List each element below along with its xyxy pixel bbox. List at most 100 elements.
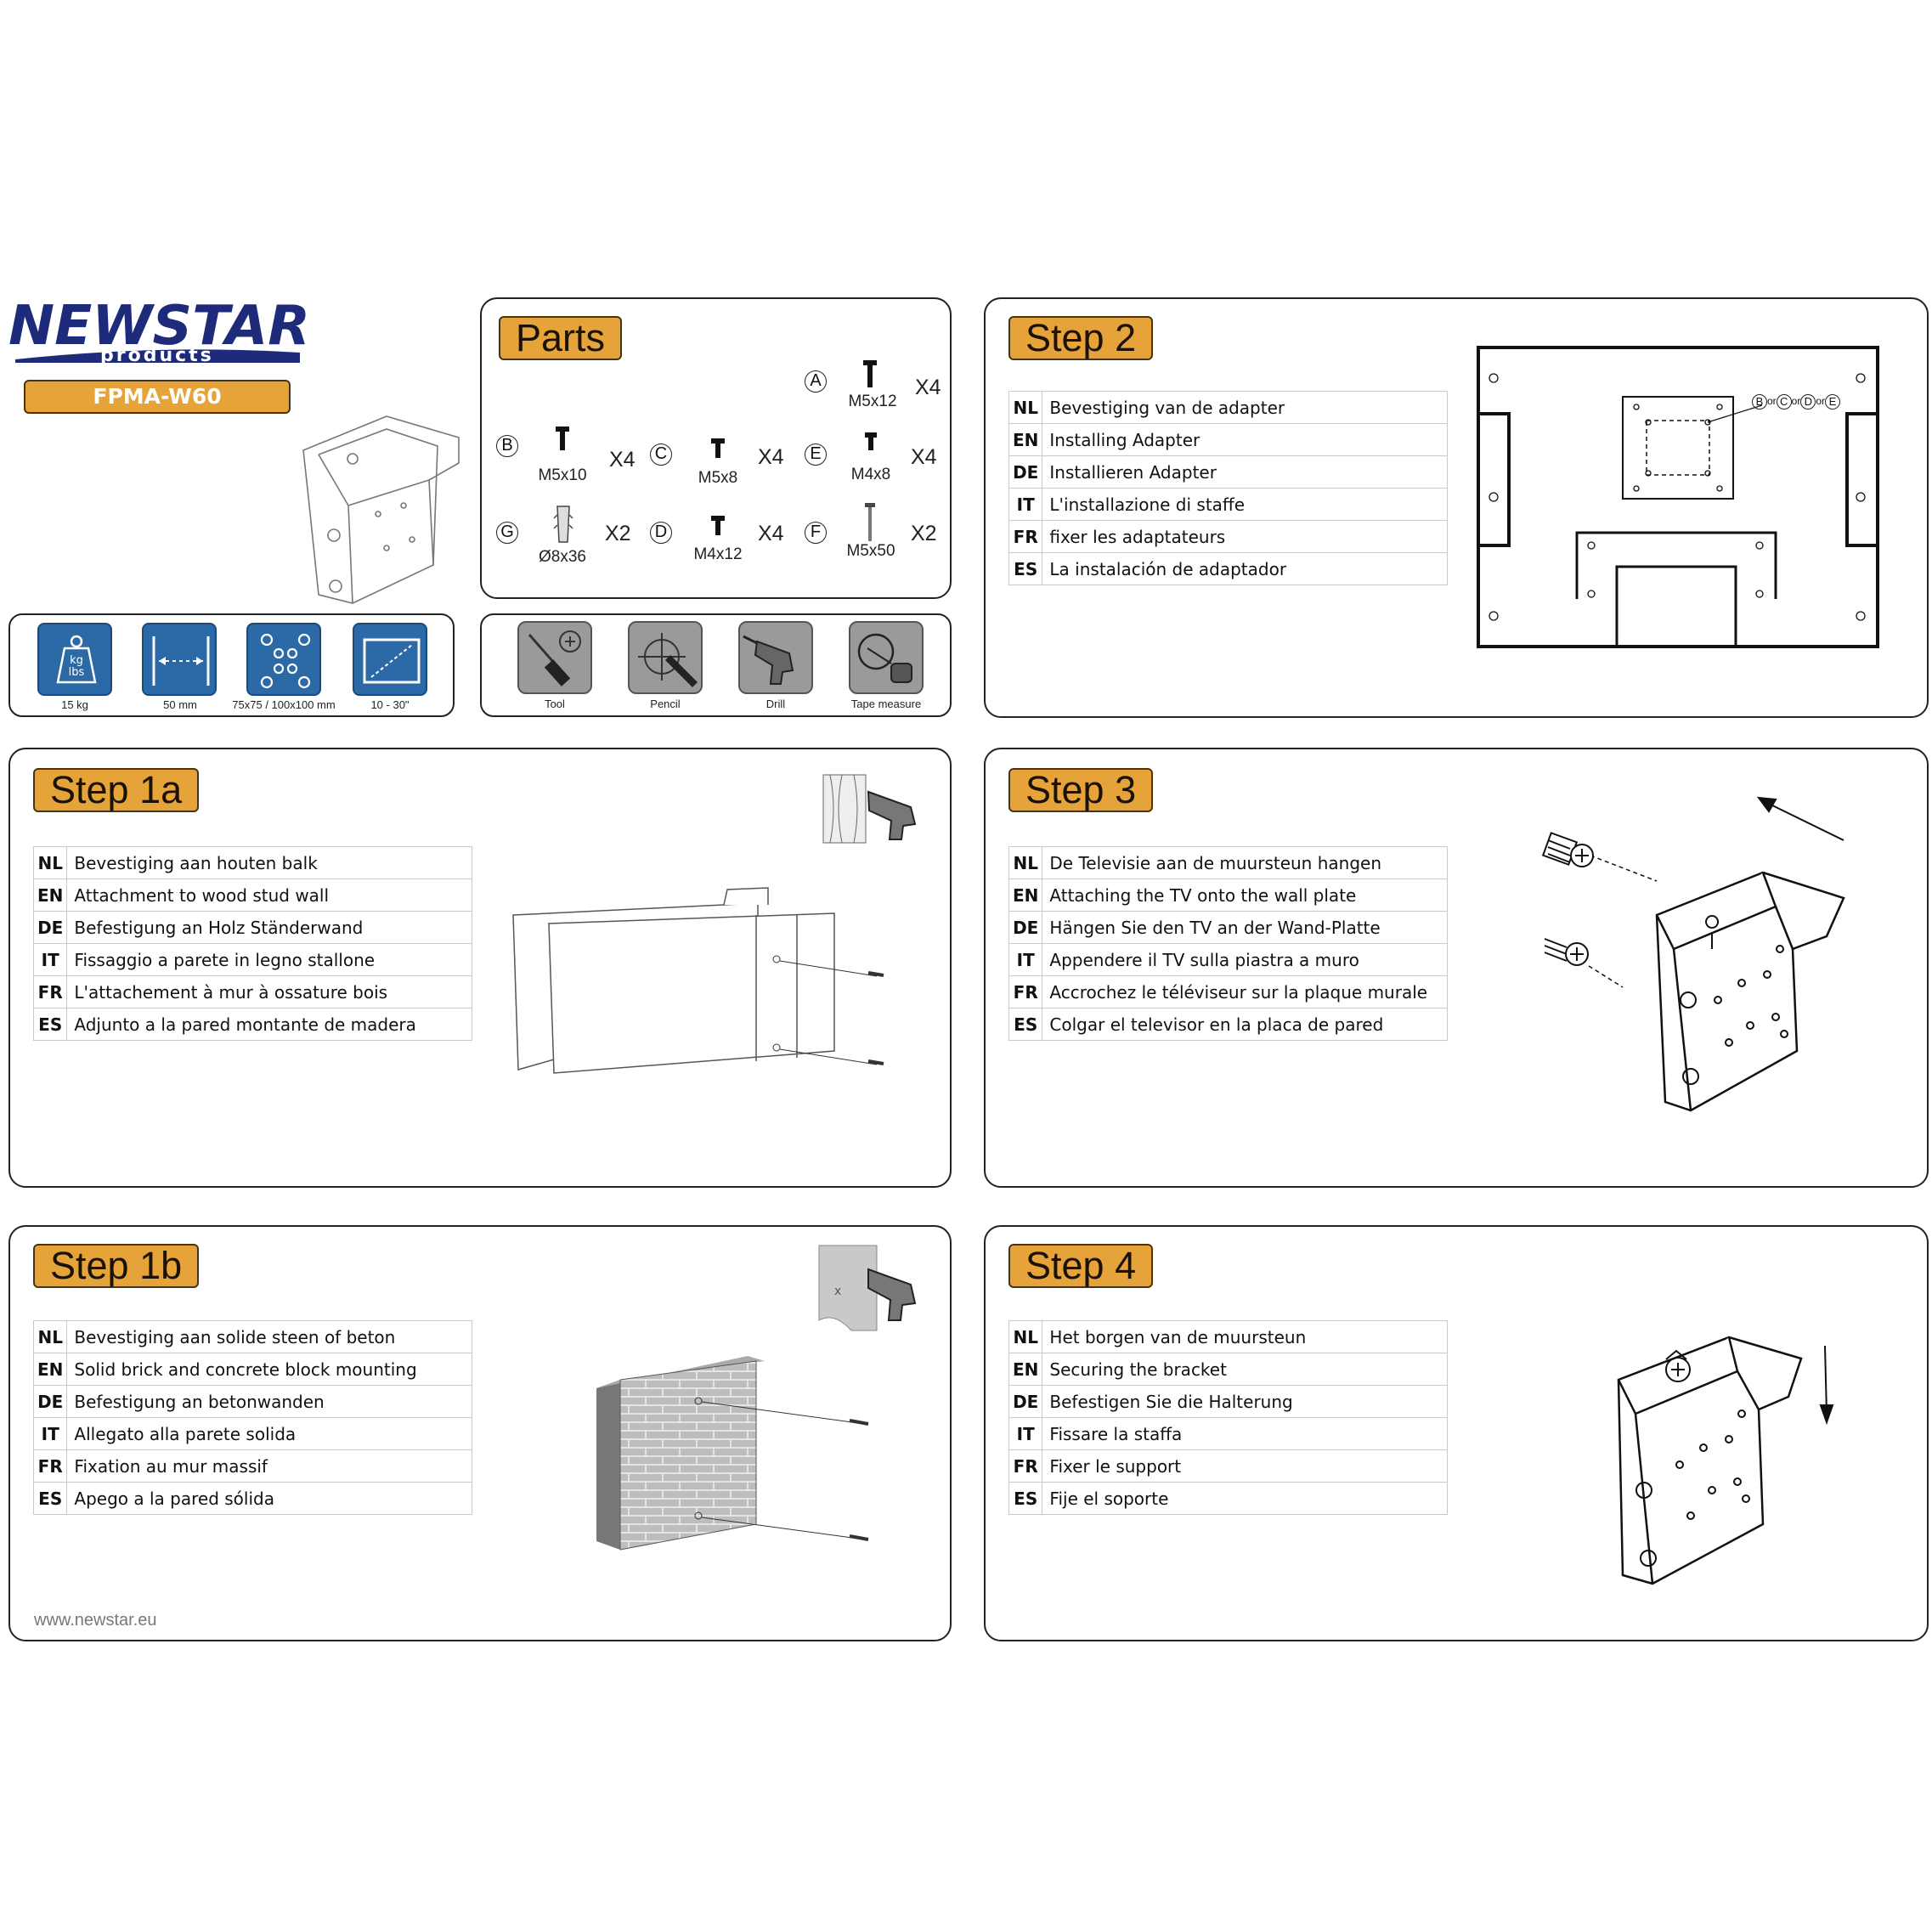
lang-code: DE	[1008, 911, 1043, 944]
part-letter-c: C	[650, 443, 672, 466]
lang-text: L'installazione di staffe	[1042, 488, 1449, 521]
parts-title: Parts	[499, 316, 623, 360]
hang-tv-bracket-illustration	[1541, 796, 1845, 1112]
lang-text: Solid brick and concrete block mounting	[66, 1353, 473, 1386]
lang-text: L'attachement à mur à ossature bois	[66, 975, 473, 1008]
tool-label-tape-measure: Tape measure	[850, 698, 922, 710]
lang-code: FR	[32, 975, 68, 1008]
lang-text: Bevestiging aan houten balk	[66, 846, 473, 879]
screw-c-icon	[711, 438, 725, 458]
part-letter-g: G	[496, 522, 518, 544]
lang-text: fixer les adaptateurs	[1042, 520, 1449, 553]
model-name: FPMA-W60	[93, 384, 222, 409]
lang-code: EN	[1008, 423, 1043, 456]
lang-code: EN	[32, 878, 68, 912]
vesa-icon	[246, 623, 321, 696]
lang-code: EN	[1008, 878, 1043, 912]
part-size-a: M5x12	[848, 393, 897, 410]
callout-letter-d: D	[1800, 394, 1816, 410]
callout-sep: or	[1791, 395, 1801, 408]
step1a-title: Step 1a	[33, 768, 200, 812]
lang-text: Apego a la pared sólida	[66, 1482, 473, 1515]
wall-plug-g-icon	[553, 506, 573, 543]
lang-code: NL	[32, 1320, 68, 1353]
lang-code: DE	[32, 1385, 68, 1418]
screwdriver-icon	[517, 621, 592, 694]
lang-code: NL	[1008, 846, 1043, 879]
lang-code: FR	[1008, 520, 1043, 553]
tool-label-drill: Drill	[765, 698, 786, 710]
callout-letter-e: E	[1825, 394, 1841, 410]
svg-text:lbs: lbs	[69, 666, 85, 679]
step2-title: Step 2	[1008, 316, 1154, 360]
part-qty-g: X2	[605, 522, 631, 545]
screen-size-icon	[353, 623, 427, 696]
parts-panel: Parts A M5x12 X4 B M5x10 X4 C M5x8 X4 E …	[480, 297, 952, 599]
lang-code: IT	[1008, 488, 1043, 521]
weight-icon: kg lbs	[37, 623, 112, 696]
part-letter-b: B	[496, 435, 518, 457]
lang-code: FR	[32, 1449, 68, 1483]
step4-title: Step 4	[1008, 1244, 1154, 1288]
model-badge: FPMA-W60	[24, 380, 291, 414]
part-qty-e: X4	[911, 445, 937, 469]
lang-text: Fije el soporte	[1042, 1482, 1449, 1515]
lang-text: De Televisie aan de muursteun hangen	[1042, 846, 1449, 879]
lang-code: ES	[1008, 552, 1043, 585]
tape-measure-icon	[849, 621, 924, 694]
part-size-d: M4x12	[693, 545, 743, 563]
lang-code: NL	[32, 846, 68, 879]
part-size-g: Ø8x36	[539, 548, 586, 566]
part-size-b: M5x10	[538, 466, 587, 484]
part-letter-a: A	[805, 370, 827, 393]
lang-code: IT	[32, 943, 68, 976]
tool-label-pencil: Pencil	[650, 698, 681, 710]
callout-sep: or	[1767, 395, 1777, 408]
lang-code: ES	[32, 1008, 68, 1041]
distance-icon	[142, 623, 217, 696]
lang-text: Fixation au mur massif	[66, 1449, 473, 1483]
lang-text: Befestigung an Holz Ständerwand	[66, 911, 473, 944]
lang-code: EN	[1008, 1353, 1043, 1386]
lang-code: IT	[32, 1417, 68, 1450]
lang-code: ES	[32, 1482, 68, 1515]
screw-b-icon	[556, 427, 569, 450]
step1b-title: Step 1b	[33, 1244, 200, 1288]
part-qty-a: X4	[915, 376, 941, 399]
lang-text: Het borgen van de muursteun	[1042, 1320, 1449, 1353]
lang-text: Attachment to wood stud wall	[66, 878, 473, 912]
screw-f-icon	[865, 503, 875, 541]
lang-code: ES	[1008, 1008, 1043, 1041]
lang-code: FR	[1008, 975, 1043, 1008]
website-link[interactable]: www.newstar.eu	[34, 1611, 157, 1630]
screw-d-icon	[711, 516, 725, 535]
specs-panel: kg lbs 15 kg 50 mm 75x75 / 100x100 mm 10…	[8, 613, 455, 717]
lang-text: Bevestiging aan solide steen of beton	[66, 1320, 473, 1353]
